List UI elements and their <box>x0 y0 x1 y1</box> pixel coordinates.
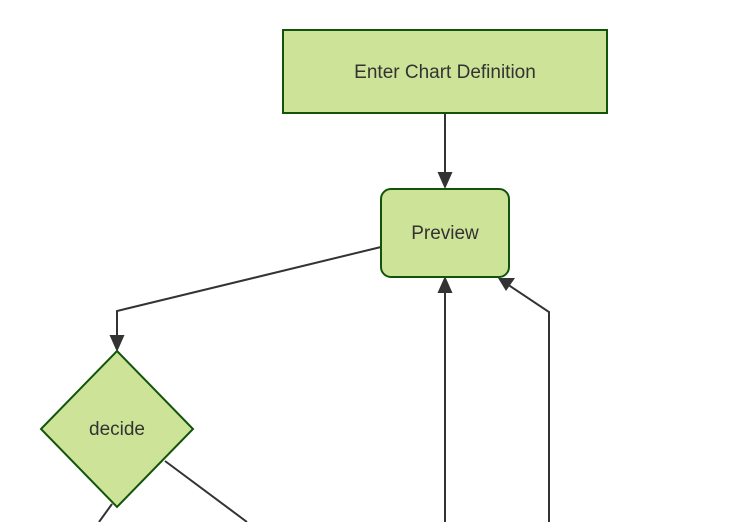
edge-line <box>164 460 248 522</box>
arrowhead-icon <box>437 172 453 189</box>
edge-line <box>116 246 382 343</box>
node-preview[interactable]: Preview <box>380 188 510 278</box>
node-shape-rectangle[interactable] <box>282 29 608 114</box>
edge-decide-to-below-right <box>164 460 248 522</box>
edge-incoming-left-to-preview <box>437 276 453 522</box>
edge-enter-to-preview <box>437 113 453 189</box>
edge-incoming-right-to-preview <box>498 278 550 522</box>
node-label-decide: decide <box>89 419 145 440</box>
node-shape-diamond[interactable] <box>39 349 195 509</box>
edge-decide-to-below-left <box>98 503 113 522</box>
edge-line <box>98 503 113 522</box>
node-decide[interactable]: decide <box>39 349 195 509</box>
node-label-preview: Preview <box>411 223 479 244</box>
arrowhead-icon <box>437 276 453 293</box>
node-label-enter-chart-definition: Enter Chart Definition <box>354 62 536 83</box>
edge-line <box>506 283 550 522</box>
node-shape-rounded-rectangle[interactable] <box>380 188 510 278</box>
edge-preview-to-decide <box>109 246 382 352</box>
arrowhead-icon <box>498 278 515 291</box>
arrowhead-icon <box>109 335 125 352</box>
node-enter-chart-definition[interactable]: Enter Chart Definition <box>282 29 608 114</box>
